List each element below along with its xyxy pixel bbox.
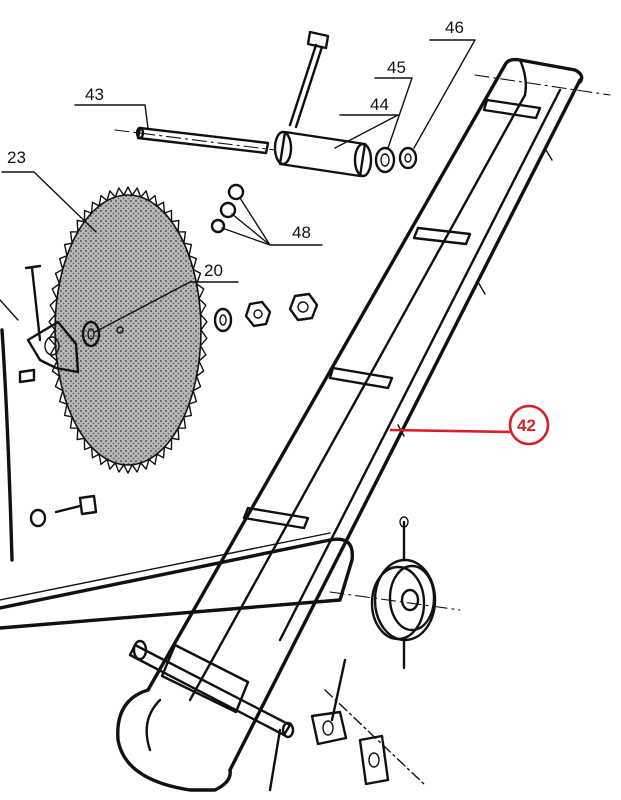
highlight-callout xyxy=(389,404,550,446)
conveyor-channel xyxy=(116,57,584,792)
drive-belt xyxy=(0,532,355,630)
pulley xyxy=(329,516,461,670)
small-bolt xyxy=(29,494,98,528)
nuts-group xyxy=(210,183,245,234)
saw-blade xyxy=(48,186,208,474)
callout-20: 20 xyxy=(204,261,223,280)
washer xyxy=(398,146,418,170)
callout-44: 44 xyxy=(370,95,389,114)
blade-fasteners xyxy=(213,292,319,333)
axis-line-top xyxy=(474,74,611,96)
highlight-leader xyxy=(389,428,511,434)
lower-roller xyxy=(128,639,295,739)
callout-46: 46 xyxy=(445,18,464,37)
callout-42: 42 xyxy=(517,416,536,435)
highlight-circle xyxy=(508,404,550,446)
roller xyxy=(273,130,373,178)
leader-lines xyxy=(1,39,476,333)
callout-48: 48 xyxy=(292,223,311,242)
callout-23: 23 xyxy=(7,148,26,167)
callout-45: 45 xyxy=(387,58,406,77)
blade-bracket xyxy=(0,264,80,562)
long-bolt xyxy=(288,30,330,129)
shaft xyxy=(114,126,276,155)
callout-43: 43 xyxy=(85,85,104,104)
lower-hardware xyxy=(268,658,426,792)
bushing xyxy=(374,146,396,174)
